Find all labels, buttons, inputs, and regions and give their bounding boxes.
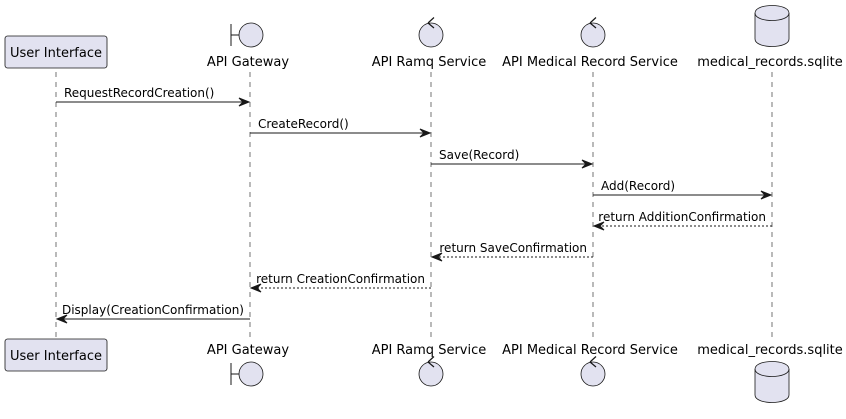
message-arrow: RequestRecordCreation() xyxy=(56,86,251,107)
message-arrow: return CreationConfirmation xyxy=(249,272,431,293)
message-label: CreateRecord() xyxy=(258,117,349,131)
participant-label-api-medical-record-bottom: API Medical Record Service xyxy=(502,343,678,358)
control-icon-top xyxy=(580,17,606,48)
participant-label-database-top: medical_records.sqlite xyxy=(697,55,843,70)
database-icon-top xyxy=(754,5,790,47)
message-label: Save(Record) xyxy=(439,148,519,162)
message-label: return SaveConfirmation xyxy=(439,241,587,255)
control-icon-bottom xyxy=(580,356,606,387)
message-arrow: CreateRecord() xyxy=(250,117,432,138)
arrowhead-icon xyxy=(419,128,432,138)
message-arrow: Display(CreationConfirmation) xyxy=(55,303,250,324)
participant-label-api-gateway-top: API Gateway xyxy=(207,55,289,70)
arrowhead-icon xyxy=(249,283,262,293)
message-label: return CreationConfirmation xyxy=(256,272,425,286)
participant-label-api-ramq-top: API Ramq Service xyxy=(372,55,487,70)
arrowhead-icon xyxy=(430,252,443,262)
message-label: RequestRecordCreation() xyxy=(64,86,214,100)
arrowhead-icon xyxy=(238,97,251,107)
participant-label-api-ramq-bottom: API Ramq Service xyxy=(372,343,487,358)
message-arrow: Save(Record) xyxy=(431,148,594,169)
participant-user-interface-top: User Interface xyxy=(4,35,108,69)
arrowhead-icon xyxy=(592,221,605,231)
participant-label-api-medical-record-top: API Medical Record Service xyxy=(502,55,678,70)
participant-label-database-bottom: medical_records.sqlite xyxy=(697,343,843,358)
arrowhead-icon xyxy=(760,190,773,200)
participant-label: User Interface xyxy=(10,349,102,364)
database-icon-bottom xyxy=(754,361,790,403)
arrowhead-icon xyxy=(55,314,68,324)
message-arrow: return AdditionConfirmation xyxy=(592,210,772,231)
message-label: Add(Record) xyxy=(601,179,675,193)
messages: RequestRecordCreation() CreateRecord() Sav… xyxy=(55,86,773,324)
boundary-icon-top xyxy=(230,22,264,48)
control-icon-top xyxy=(418,17,444,48)
message-arrow: return SaveConfirmation xyxy=(430,241,593,262)
message-label: Display(CreationConfirmation) xyxy=(62,303,244,317)
participant-user-interface-bottom: User Interface xyxy=(4,338,108,372)
boundary-icon-bottom xyxy=(230,361,264,387)
message-arrow: Add(Record) xyxy=(593,179,773,200)
control-icon-bottom xyxy=(418,356,444,387)
arrowhead-icon xyxy=(581,159,594,169)
participant-label-api-gateway-bottom: API Gateway xyxy=(207,343,289,358)
participant-label: User Interface xyxy=(10,46,102,61)
message-label: return AdditionConfirmation xyxy=(598,210,766,224)
